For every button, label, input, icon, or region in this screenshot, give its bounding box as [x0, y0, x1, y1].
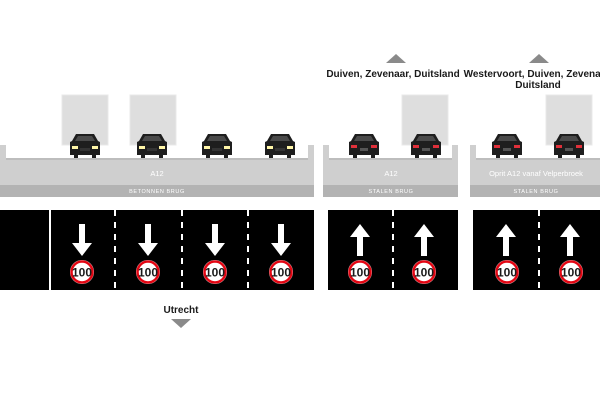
lane-dividers-left	[49, 210, 249, 290]
bridge-band-middle	[323, 185, 458, 197]
lane-arrow-up-right-2	[560, 224, 580, 256]
section-middle: Duiven, Zevenaar, Duitsland A12 STALEN B…	[323, 54, 460, 290]
svg-text:100: 100	[271, 266, 291, 280]
lane-arrow-down-3	[205, 224, 225, 256]
bridge-label-right: STALEN BRUG	[513, 189, 558, 195]
svg-text:100: 100	[497, 266, 517, 280]
car-middle-2	[411, 134, 441, 158]
direction-label-westervoort-line2: Duitsland	[515, 80, 561, 91]
svg-text:100: 100	[414, 266, 434, 280]
speed-sign-left-2: 100	[136, 260, 160, 284]
speed-sign-right-2: 100	[559, 260, 583, 284]
car-left-2	[137, 134, 167, 158]
svg-text:100: 100	[205, 266, 225, 280]
section-left: A12 BETONNEN BRUG 100 100	[0, 94, 314, 328]
svg-text:100: 100	[138, 266, 158, 280]
car-left-3	[202, 134, 232, 158]
bridge-deck-left	[0, 145, 314, 196]
lane-arrow-up-right-1	[496, 224, 516, 256]
direction-label-duiven: Duiven, Zevenaar, Duitsland	[326, 69, 459, 80]
lane-arrow-down-1	[72, 224, 92, 256]
bridge-deck-right	[470, 145, 600, 196]
bridge-band-right	[470, 185, 600, 197]
car-right-2	[554, 134, 584, 158]
lane-arrow-up-middle-1	[350, 224, 370, 256]
direction-arrow-up-icon-right	[529, 54, 549, 63]
bridge-label-middle: STALEN BRUG	[368, 189, 413, 195]
road-label-left: A12	[150, 169, 163, 178]
road-label-right: Oprit A12 vanaf Velperbroek	[489, 169, 583, 178]
car-left-1	[70, 134, 100, 158]
speed-sign-left-4: 100	[269, 260, 293, 284]
road-label-middle: A12	[384, 169, 397, 178]
car-left-4	[265, 134, 295, 158]
direction-label-westervoort-line1: Westervoort, Duiven, Zevenaar,	[464, 69, 600, 80]
svg-text:100: 100	[350, 266, 370, 280]
direction-arrow-down-icon	[171, 319, 191, 328]
speed-sign-left-1: 100	[70, 260, 94, 284]
speed-sign-middle-2: 100	[412, 260, 436, 284]
bridge-band-left	[0, 185, 314, 197]
speed-sign-left-3: 100	[203, 260, 227, 284]
car-middle-1	[349, 134, 379, 158]
lane-arrow-down-4	[271, 224, 291, 256]
car-right-1	[492, 134, 522, 158]
svg-text:100: 100	[72, 266, 92, 280]
lane-arrow-down-2	[138, 224, 158, 256]
direction-label-utrecht: Utrecht	[163, 305, 199, 316]
speed-sign-right-1: 100	[495, 260, 519, 284]
bridge-deck-middle	[323, 145, 458, 196]
lane-arrow-up-middle-2	[414, 224, 434, 256]
direction-arrow-up-icon-middle	[386, 54, 406, 63]
speed-sign-middle-1: 100	[348, 260, 372, 284]
section-right: Westervoort, Duiven, Zevenaar, Duitsland…	[464, 54, 600, 290]
bridge-label-left: BETONNEN BRUG	[129, 189, 185, 195]
svg-text:100: 100	[561, 266, 581, 280]
